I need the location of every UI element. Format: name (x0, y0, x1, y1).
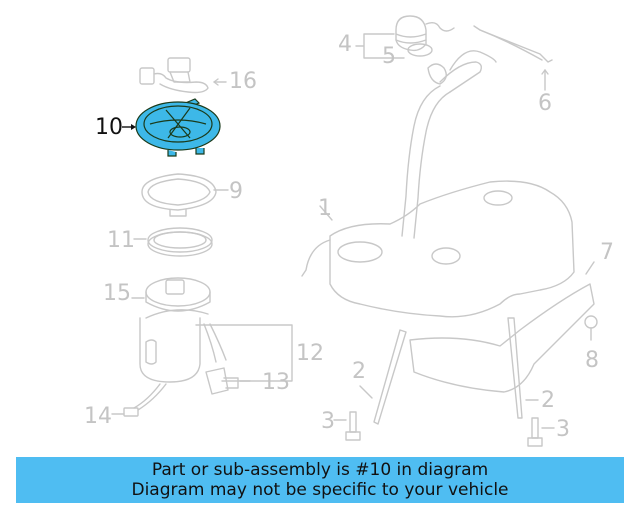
callout-16: 16 (229, 69, 257, 94)
part-4-filler-cap (355, 15, 455, 59)
callout-2-right: 2 (541, 388, 555, 413)
callout-8: 8 (585, 348, 599, 373)
banner-disclaimer-text: Diagram may not be specific to your vehi… (131, 480, 509, 500)
part-3-bolt-left (333, 411, 361, 441)
callout-10-active: 10 (95, 115, 123, 140)
callout-1: 1 (318, 196, 332, 221)
banner-part-number-text: Part or sub-assembly is #10 in diagram (151, 460, 489, 480)
callout-14: 14 (84, 404, 112, 429)
callout-3-left: 3 (321, 409, 335, 434)
part-1-fuel-tank (301, 180, 575, 318)
callout-13: 13 (262, 370, 290, 395)
callout-12: 12 (296, 341, 324, 366)
callout-11: 11 (107, 228, 135, 253)
part-3-bolt-right (527, 417, 555, 447)
callout-12-bracket (195, 324, 293, 382)
part-15-pump-module (131, 277, 227, 383)
part-11-seal (133, 227, 213, 257)
part-13-connector (205, 367, 251, 395)
part-9-lock-ring (141, 173, 229, 217)
part-2-strap-left (373, 329, 407, 425)
part-16-connector (139, 57, 227, 94)
info-banner: Part or sub-assembly is #10 in diagram D… (16, 457, 624, 503)
callout-4: 4 (338, 32, 352, 57)
part-8-grommet (584, 315, 598, 329)
part-5-seal (407, 43, 433, 57)
part-6-vent-line (473, 25, 553, 91)
part-7-shield (409, 261, 595, 393)
callout-2-left: 2 (352, 359, 366, 384)
part-14-wire (111, 383, 167, 417)
callout-5: 5 (382, 44, 396, 69)
part-2-strap-right (507, 317, 523, 419)
callout-15: 15 (103, 281, 131, 306)
part-10-pump-cover-highlighted (135, 98, 221, 157)
callout-7: 7 (600, 240, 614, 265)
callout-6: 6 (538, 91, 552, 116)
callout-3-right: 3 (556, 417, 570, 442)
callout-9: 9 (229, 179, 243, 204)
filler-neck (401, 50, 497, 239)
